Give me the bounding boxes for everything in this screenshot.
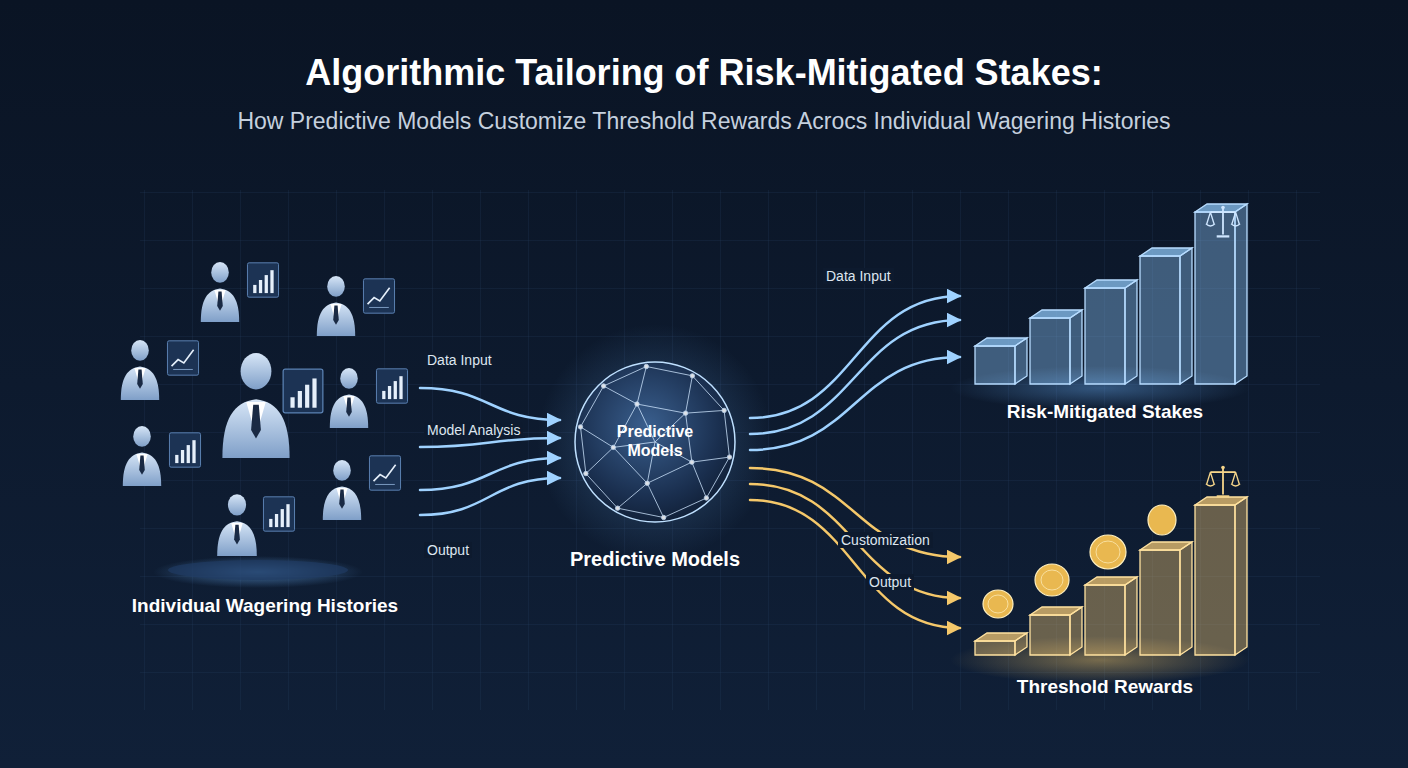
node-label: Predictive Models	[600, 422, 710, 460]
edge-label: Model Analysis	[424, 422, 523, 438]
edge-label: Data Input	[424, 352, 495, 368]
diagram-subtitle: How Predictive Models Customize Threshol…	[0, 108, 1408, 135]
flow-arrow	[750, 468, 960, 557]
node-label: Risk-Mitigated Stakes	[1007, 401, 1203, 424]
flow-arrow	[750, 320, 960, 434]
node-label: Individual Wagering Histories	[132, 595, 398, 618]
illustrated-node: Individual Wagering Histories	[110, 250, 420, 620]
edge-label: Customization	[838, 532, 933, 548]
illustrated-node: Risk-Mitigated Stakes	[960, 180, 1250, 430]
diagram-title: Algorithmic Tailoring of Risk-Mitigated …	[0, 52, 1408, 94]
flow-arrow	[750, 357, 960, 450]
flow-arrow	[420, 458, 560, 490]
flow-arrow	[750, 500, 960, 628]
flow-arrow	[420, 478, 560, 515]
edge-label: Data Input	[823, 268, 894, 284]
illustrated-node: Predictive ModelsPredictive Models	[560, 350, 750, 575]
edge-label: Output	[866, 574, 914, 590]
flow-arrow	[420, 388, 560, 420]
node-label: Predictive Models	[570, 547, 740, 571]
flow-arrow	[750, 296, 960, 418]
flow-arrow	[420, 438, 560, 447]
node-label: Threshold Rewards	[1017, 676, 1193, 699]
flow-arrow	[750, 484, 960, 598]
edge-label: Output	[424, 542, 472, 558]
illustrated-node: Threshold Rewards	[960, 470, 1250, 705]
